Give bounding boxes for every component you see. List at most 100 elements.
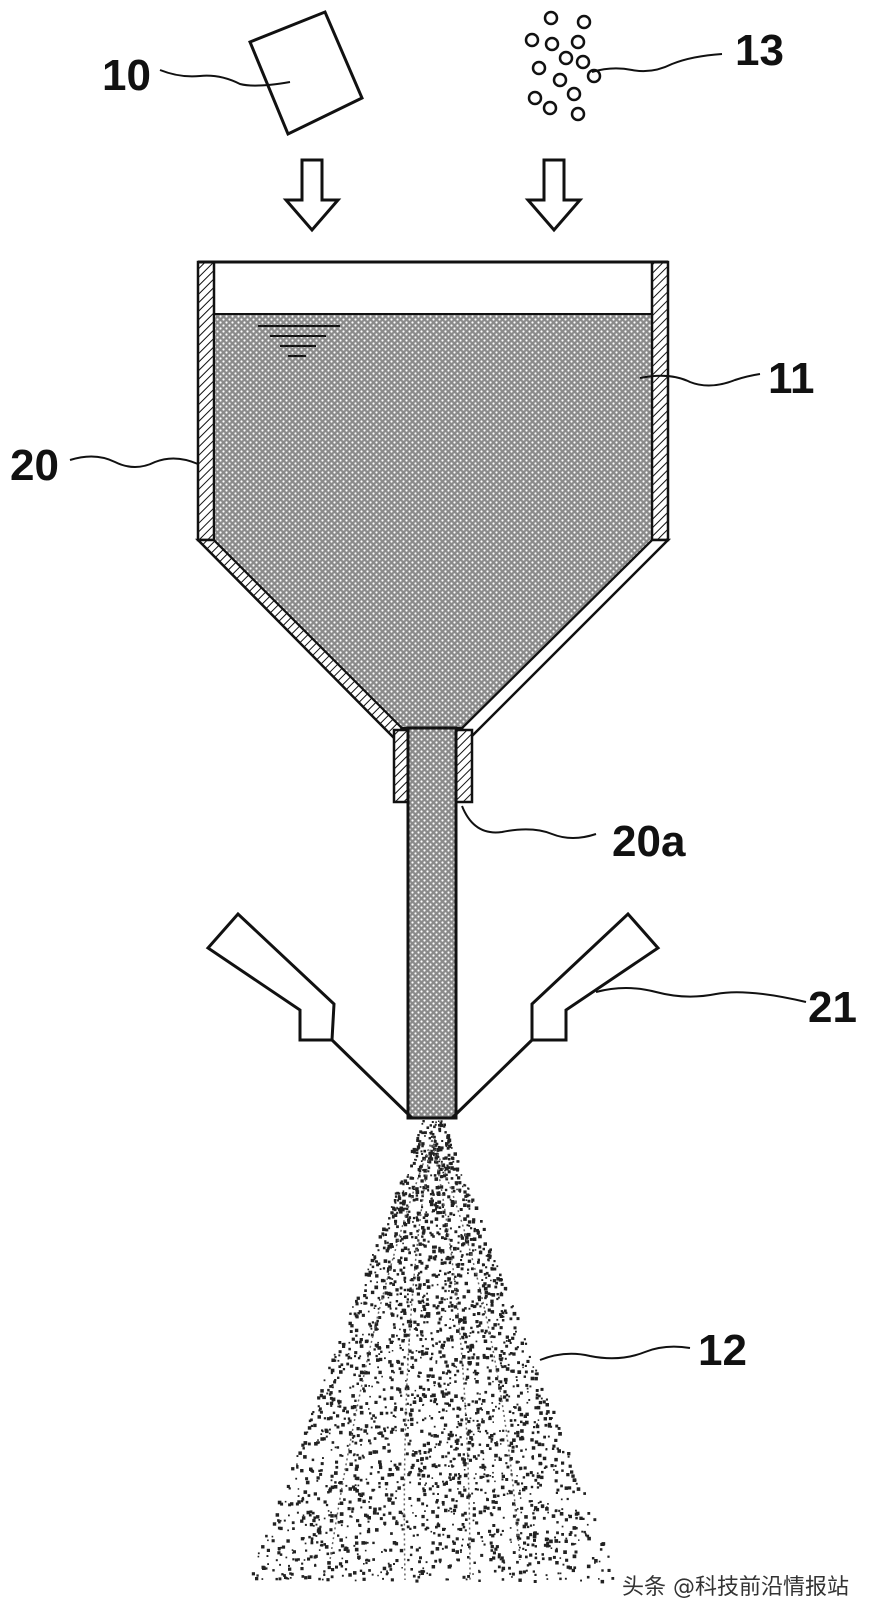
spray-droplet: [462, 1242, 466, 1246]
spray-droplet: [499, 1400, 502, 1402]
spray-droplet: [484, 1329, 488, 1333]
spray-droplet: [558, 1541, 561, 1543]
spray-droplet: [522, 1455, 525, 1458]
spray-droplet: [278, 1577, 282, 1581]
spray-droplet: [541, 1470, 544, 1474]
spray-droplet: [389, 1277, 392, 1280]
spray-droplet: [458, 1473, 460, 1475]
spray-droplet: [499, 1438, 503, 1442]
spray-droplet: [498, 1407, 500, 1410]
spray-droplet: [520, 1341, 524, 1345]
spray-droplet: [518, 1492, 521, 1495]
spray-droplet: [460, 1259, 463, 1262]
spray-droplet: [388, 1217, 391, 1220]
spray-droplet: [447, 1383, 450, 1386]
spray-droplet: [278, 1520, 281, 1524]
spray-cone: [251, 1120, 615, 1584]
spray-droplet: [329, 1391, 333, 1395]
spray-droplet: [415, 1327, 417, 1329]
spray-droplet: [489, 1558, 493, 1562]
spray-droplet: [367, 1559, 371, 1562]
spray-droplet: [287, 1577, 290, 1580]
spray-droplet: [493, 1432, 496, 1436]
spray-droplet: [403, 1331, 406, 1334]
spray-droplet: [295, 1477, 298, 1480]
spray-droplet: [430, 1149, 433, 1153]
spray-droplet: [520, 1532, 523, 1535]
spray-droplet: [526, 1536, 530, 1540]
spray-droplet: [475, 1380, 479, 1384]
spray-droplet: [433, 1258, 437, 1261]
spray-droplet: [452, 1160, 455, 1163]
spray-droplet: [380, 1571, 382, 1574]
spray-droplet: [401, 1192, 405, 1195]
spray-droplet: [302, 1514, 305, 1517]
spray-droplet: [355, 1334, 358, 1337]
spray-droplet: [338, 1549, 341, 1552]
spray-droplet: [302, 1447, 305, 1450]
spray-droplet: [453, 1512, 455, 1515]
spray-droplet: [498, 1331, 502, 1336]
spray-droplet: [395, 1490, 398, 1493]
spray-droplet: [552, 1444, 556, 1448]
spray-droplet: [388, 1449, 391, 1452]
spray-droplet: [421, 1352, 425, 1356]
spray-droplet: [414, 1358, 418, 1362]
spray-droplet: [358, 1492, 361, 1496]
spray-droplet: [542, 1400, 546, 1404]
spray-droplet: [403, 1333, 408, 1338]
spray-droplet: [438, 1124, 441, 1127]
spray-droplet: [512, 1551, 516, 1554]
spray-droplet: [256, 1574, 259, 1577]
spray-droplet: [467, 1543, 470, 1546]
spray-droplet: [455, 1174, 458, 1177]
spray-droplet: [363, 1389, 366, 1393]
spray-droplet: [421, 1514, 425, 1519]
spray-droplet: [602, 1542, 606, 1546]
spray-droplet: [457, 1488, 459, 1490]
spray-droplet: [415, 1265, 419, 1269]
spray-droplet: [440, 1258, 443, 1261]
spray-droplet: [407, 1369, 410, 1372]
spray-droplet: [420, 1333, 423, 1336]
spray-droplet: [388, 1292, 393, 1297]
spray-droplet: [377, 1425, 381, 1429]
spray-droplet: [572, 1543, 575, 1546]
spray-droplet: [428, 1152, 432, 1156]
spray-droplet: [512, 1502, 516, 1506]
spray-droplet: [531, 1543, 535, 1547]
spray-droplet: [405, 1452, 409, 1456]
spray-droplet: [429, 1193, 433, 1196]
spray-droplet: [412, 1534, 415, 1537]
spray-droplet: [478, 1569, 480, 1572]
spray-droplet: [562, 1563, 565, 1566]
spray-droplet: [512, 1438, 516, 1442]
spray-droplet: [310, 1424, 313, 1427]
spray-droplet: [396, 1387, 400, 1391]
spray-droplet: [300, 1469, 304, 1473]
spray-droplet: [548, 1557, 552, 1561]
spray-droplet: [329, 1528, 333, 1532]
spray-droplet: [289, 1572, 292, 1575]
spray-droplet: [498, 1386, 502, 1390]
spray-droplet: [399, 1344, 401, 1347]
spray-droplet: [414, 1515, 417, 1517]
spray-droplet: [485, 1356, 490, 1360]
liquid-surface-marker: [258, 325, 340, 357]
spray-droplet: [510, 1541, 512, 1543]
spray-droplet: [428, 1573, 432, 1576]
spray-droplet: [391, 1350, 394, 1352]
spray-droplet: [449, 1212, 453, 1216]
spray-droplet: [422, 1487, 425, 1490]
spray-droplet: [579, 1516, 583, 1520]
spray-droplet: [527, 1391, 529, 1393]
spray-droplet: [407, 1473, 411, 1477]
spray-droplet: [451, 1290, 454, 1294]
spray-droplet: [490, 1302, 494, 1305]
spray-droplet: [365, 1478, 368, 1481]
spray-droplet: [545, 1412, 548, 1415]
spray-droplet: [339, 1538, 343, 1542]
spray-droplet: [544, 1537, 549, 1542]
spray-droplet: [417, 1212, 419, 1214]
spray-droplet: [319, 1525, 322, 1528]
